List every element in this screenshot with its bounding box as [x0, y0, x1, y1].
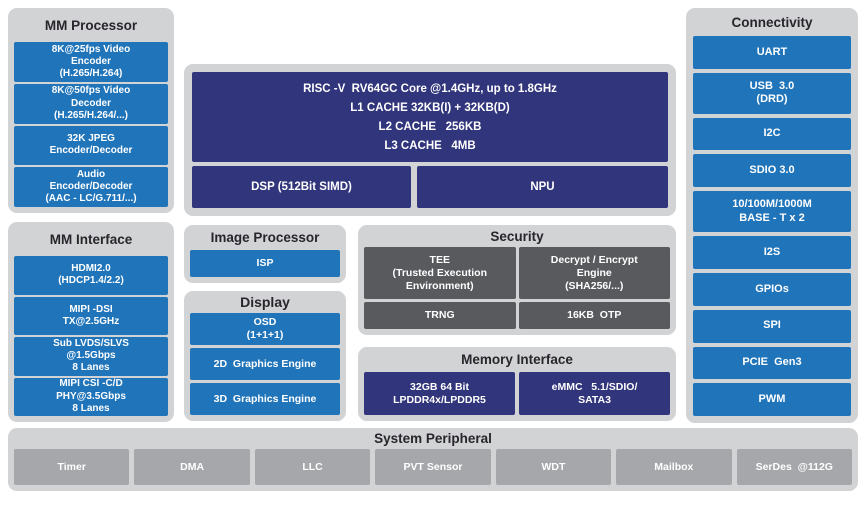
- panel-title-mm-processor: MM Processor: [44, 17, 138, 33]
- block-i2c: I2C: [693, 117, 851, 151]
- panel-mm-processor: MM Processor 8K@25fps Video Encoder (H.2…: [8, 8, 174, 213]
- block-pwm: PWM: [693, 383, 851, 417]
- block-llc: LLC: [254, 449, 371, 485]
- panel-title-display: Display: [240, 294, 290, 310]
- block-sub-lvds-slvs: Sub LVDS/SLVS @1.5Gbps 8 Lanes: [14, 337, 168, 376]
- block-32k-jpeg-codec: 32K JPEG Encoder/Decoder: [14, 125, 168, 166]
- system-peripheral-blocks: Timer DMA LLC PVT Sensor WDT Mailbox Ser…: [8, 449, 858, 491]
- display-blocks: OSD (1+1+1) 2D Graphics Engine 3D Graphi…: [184, 313, 346, 421]
- block-crypto-engine: Decrypt / Encrypt Engine (SHA256/...): [518, 247, 670, 300]
- block-hdmi: HDMI2.0 (HDCP1.4/2.2): [14, 256, 168, 295]
- cpu-l2-cache: L2 CACHE 256KB: [378, 120, 482, 133]
- panel-title-connectivity: Connectivity: [731, 14, 813, 30]
- block-otp: 16KB OTP: [518, 302, 670, 329]
- panel-image-processor: Image Processor ISP: [184, 225, 346, 283]
- image-processor-blocks: ISP: [184, 250, 346, 283]
- block-audio-codec: Audio Encoder/Decoder (AAC - LC/G.711/..…: [14, 167, 168, 207]
- block-tee: TEE (Trusted Execution Environment): [364, 247, 516, 300]
- block-mipi-csi: MIPI CSI -C/D PHY@3.5Gbps 8 Lanes: [14, 377, 168, 416]
- block-isp: ISP: [190, 250, 340, 277]
- block-sdio: SDIO 3.0: [693, 154, 851, 188]
- panel-system-peripheral: System Peripheral Timer DMA LLC PVT Sens…: [8, 428, 858, 491]
- panel-security: Security TEE (Trusted Execution Environm…: [358, 225, 676, 335]
- panel-mm-interface: MM Interface HDMI2.0 (HDCP1.4/2.2) MIPI …: [8, 222, 174, 422]
- cpu-core-block: RISC -V RV64GC Core @1.4GHz, up to 1.8GH…: [192, 72, 668, 162]
- block-mipi-dsi: MIPI -DSI TX@2.5GHz: [14, 296, 168, 335]
- panel-title-mm-interface: MM Interface: [49, 231, 133, 247]
- block-timer: Timer: [14, 449, 130, 485]
- panel-title-image-processor: Image Processor: [210, 230, 320, 245]
- panel-title-security: Security: [490, 228, 544, 244]
- panel-title-memory-interface: Memory Interface: [461, 352, 573, 367]
- mm-interface-blocks: HDMI2.0 (HDCP1.4/2.2) MIPI -DSI TX@2.5GH…: [8, 256, 174, 422]
- block-serdes: SerDes @112G: [736, 449, 852, 485]
- panel-title-system-peripheral: System Peripheral: [374, 431, 492, 446]
- block-osd: OSD (1+1+1): [190, 313, 340, 345]
- cpu-l1-cache: L1 CACHE 32KB(I) + 32KB(D): [350, 101, 510, 114]
- panel-connectivity: Connectivity UART USB 3.0 (DRD) I2C SDIO…: [686, 8, 858, 423]
- block-gpio: GPIOs: [693, 272, 851, 306]
- memory-interface-blocks: 32GB 64 Bit LPDDR4x/LPDDR5 eMMC 5.1/SDIO…: [358, 372, 676, 421]
- block-npu: NPU: [416, 166, 668, 208]
- cpu-core-spec: RISC -V RV64GC Core @1.4GHz, up to 1.8GH…: [303, 82, 557, 95]
- cpu-coprocessors: DSP (512Bit SIMD) NPU: [192, 166, 668, 208]
- block-lpddr: 32GB 64 Bit LPDDR4x/LPDDR5: [364, 372, 515, 415]
- block-spi: SPI: [693, 309, 851, 343]
- block-dma: DMA: [134, 449, 250, 485]
- block-wdt: WDT: [495, 449, 612, 485]
- block-2d-graphics-engine: 2D Graphics Engine: [190, 348, 340, 380]
- security-blocks: TEE (Trusted Execution Environment) Decr…: [358, 247, 676, 335]
- block-i2s: I2S: [693, 236, 851, 269]
- block-pvt-sensor: PVT Sensor: [375, 449, 491, 485]
- panel-memory-interface: Memory Interface 32GB 64 Bit LPDDR4x/LPD…: [358, 347, 676, 421]
- block-mailbox: Mailbox: [616, 449, 732, 485]
- panel-display: Display OSD (1+1+1) 2D Graphics Engine 3…: [184, 291, 346, 421]
- block-8k25-video-encoder: 8K@25fps Video Encoder (H.265/H.264): [14, 42, 168, 82]
- block-usb: USB 3.0 (DRD): [693, 72, 851, 114]
- block-ethernet: 10/100M/1000M BASE - T x 2: [693, 191, 851, 233]
- block-8k50-video-decoder: 8K@50fps Video Decoder (H.265/H.264/...): [14, 83, 168, 124]
- block-pcie: PCIE Gen3: [693, 346, 851, 380]
- block-dsp: DSP (512Bit SIMD): [192, 166, 411, 208]
- cpu-l3-cache: L3 CACHE 4MB: [384, 139, 476, 152]
- block-emmc-sdio-sata: eMMC 5.1/SDIO/ SATA3: [519, 372, 670, 415]
- mm-processor-blocks: 8K@25fps Video Encoder (H.265/H.264) 8K@…: [8, 42, 174, 213]
- block-trng: TRNG: [364, 302, 516, 329]
- panel-cpu-complex: RISC -V RV64GC Core @1.4GHz, up to 1.8GH…: [184, 64, 676, 216]
- block-3d-graphics-engine: 3D Graphics Engine: [190, 383, 340, 415]
- connectivity-blocks: UART USB 3.0 (DRD) I2C SDIO 3.0 10/100M/…: [686, 36, 858, 423]
- block-uart: UART: [693, 36, 851, 69]
